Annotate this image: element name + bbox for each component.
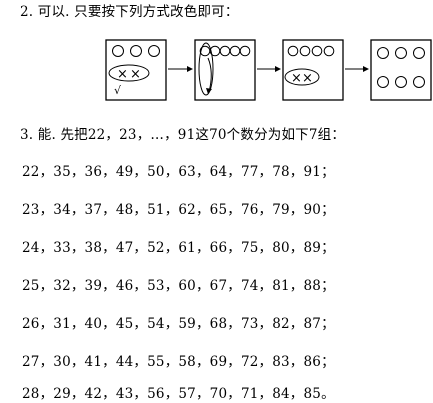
cross-mark: × <box>130 67 141 82</box>
circle <box>239 45 251 57</box>
arrowhead <box>206 88 212 94</box>
diagram-step-2 <box>194 39 256 101</box>
group-line-5: 26，31，40，45，54，59，68，73，82，87； <box>22 316 335 332</box>
grouping-ellipse <box>284 68 320 86</box>
group-line-6: 27，30，41，44，55，58，69，72，83，86； <box>22 354 335 370</box>
grouping-ellipse <box>108 64 150 82</box>
circle <box>287 45 299 57</box>
cross-mark: × <box>117 67 128 82</box>
color-change-diagram: × × √ × × <box>105 39 432 101</box>
circle <box>395 76 407 88</box>
arrow <box>168 66 193 72</box>
group-line-4: 25，32，39，46，53，60，67，74，81，88； <box>22 278 335 294</box>
check-mark: √ <box>114 84 122 97</box>
arrow <box>257 66 281 72</box>
diagram-step-4 <box>370 39 432 101</box>
grouping-ellipse <box>198 42 214 96</box>
diagram-step-1: × × √ <box>105 39 167 101</box>
circle <box>413 76 425 88</box>
cross-mark: × <box>291 71 302 86</box>
circle <box>377 76 389 88</box>
arrow <box>345 66 369 72</box>
circle <box>413 47 425 59</box>
group-line-7: 28，29，42，43，56，57，70，71，84，85。 <box>22 386 335 402</box>
cross-mark: × <box>302 71 313 86</box>
item-3-text: 3. 能. 先把22，23，…，91这70个数分为如下7组： <box>20 127 346 143</box>
step-2-frame <box>194 39 256 101</box>
diagram-step-3: × × <box>282 39 344 101</box>
group-line-2: 23，34，37，48，51，62，65，76，79，90； <box>22 202 335 218</box>
circle <box>377 47 389 59</box>
step-4-frame <box>370 39 432 101</box>
circle <box>229 45 241 57</box>
group-line-3: 24，33，38，47，52，61，66，75，80，89； <box>22 240 335 256</box>
group-line-1: 22，35，36，49，50，63，64，77，78，91； <box>22 164 335 180</box>
circle <box>299 45 311 57</box>
circle <box>219 45 231 57</box>
circle <box>148 45 160 57</box>
step-1-frame <box>105 39 167 101</box>
circle <box>395 47 407 59</box>
circle <box>112 45 124 57</box>
step-3-frame <box>282 39 344 101</box>
circle <box>130 45 142 57</box>
item-2-text: 2. 可以. 只要按下列方式改色即可： <box>20 4 239 20</box>
circle <box>323 45 335 57</box>
circle <box>311 45 323 57</box>
